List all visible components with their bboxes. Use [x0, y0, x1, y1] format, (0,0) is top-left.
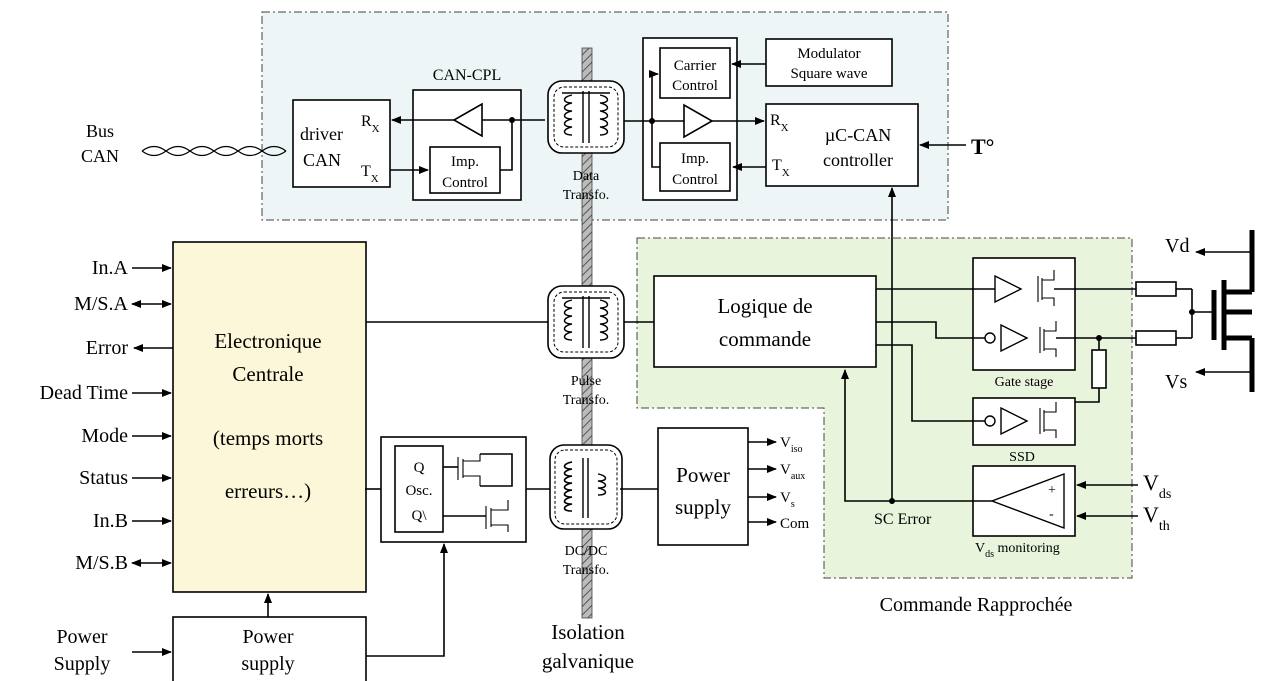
uc-label-2: controller — [823, 150, 893, 170]
uc-label-1: µC-CAN — [825, 125, 891, 145]
driver-label-2: CAN — [303, 150, 341, 170]
v-iso-label: Viso — [780, 435, 803, 455]
centrale-label-3: (temps morts — [213, 426, 323, 450]
bus-can-label-2: CAN — [81, 146, 119, 166]
ssd-resistor — [1091, 349, 1107, 389]
vd-label: Vd — [1165, 235, 1189, 257]
uc-can-controller-block — [765, 103, 919, 187]
modulator-label-1: Modulator — [797, 46, 860, 62]
logique-commande-block — [653, 275, 877, 368]
dcdc-transformer — [549, 444, 623, 530]
dcdc-transfo-label-2: Transfo. — [563, 563, 610, 578]
v-aux-label: Vaux — [780, 462, 805, 482]
gate-stage-label: Gate stage — [995, 375, 1054, 390]
logique-label-2: commande — [719, 327, 811, 351]
com-label: Com — [780, 516, 810, 532]
iso-power-label-1: Power — [676, 463, 730, 487]
input-mode: Mode — [81, 425, 128, 447]
v-s-label: Vs — [780, 490, 795, 510]
pulse-transfo-label-2: Transfo. — [563, 393, 610, 408]
output-error: Error — [86, 337, 129, 359]
dcdc-transfo-label-1: DC/DC — [565, 544, 608, 559]
imp-label-1: Imp. — [681, 151, 709, 167]
uc-tx-label: TX — [772, 157, 790, 179]
vds-monitoring-label: Vds monitoring — [975, 541, 1060, 560]
can-cpl-imp-label-2: Control — [442, 175, 488, 191]
input-dead-time: Dead Time — [40, 382, 128, 404]
osc-label: Osc. — [405, 483, 432, 499]
data-transformer — [547, 80, 625, 154]
centrale-label-2: Centrale — [232, 362, 303, 386]
bus-can-label-1: Bus — [86, 121, 114, 141]
isolated-power-supply-block — [657, 427, 749, 546]
can-cpl-imp-label-1: Imp. — [451, 154, 479, 170]
uc-rx-label: RX — [770, 112, 789, 134]
isolation-label-2: galvanique — [542, 649, 634, 673]
carrier-label-2: Control — [672, 78, 718, 94]
temperature-label: T° — [971, 134, 994, 159]
data-transfo-label-2: Transfo. — [563, 188, 610, 203]
centrale-label-4: erreurs…) — [225, 479, 311, 503]
vds-input-label: Vds — [1143, 470, 1171, 502]
sc-error-label: SC Error — [874, 511, 932, 528]
power-transistor-symbol — [1211, 230, 1255, 392]
imp-control-block — [659, 142, 731, 192]
centrale-label-1: Electronique — [214, 329, 321, 353]
gate-resistor-2 — [1135, 330, 1177, 346]
power-supply-label-1: Power — [242, 626, 293, 648]
power-supply-block — [172, 616, 367, 681]
power-supply-input-label-2: Supply — [54, 653, 111, 675]
ssd-label: SSD — [1009, 450, 1035, 465]
oscillator-block — [394, 445, 444, 533]
logique-label-1: Logique de — [717, 294, 812, 318]
driver-tx-label: TX — [361, 163, 379, 185]
input-in-a: In.A — [92, 257, 129, 279]
imp-label-2: Control — [672, 172, 718, 188]
carrier-label-1: Carrier — [674, 58, 716, 74]
vs-label: Vs — [1165, 371, 1187, 393]
comparator-minus: - — [1049, 507, 1054, 522]
power-supply-label-2: supply — [241, 653, 294, 675]
carrier-control-block — [659, 47, 731, 99]
input-status: Status — [79, 467, 128, 489]
iso-power-label-2: supply — [675, 495, 732, 519]
gate-stage-block — [972, 257, 1076, 371]
osc-q-label: Q — [414, 460, 425, 476]
driver-label-1: driver — [300, 124, 343, 144]
isolation-label-1: Isolation — [551, 620, 625, 644]
power-supply-input-label-1: Power — [56, 626, 107, 648]
can-cpl-label: CAN-CPL — [433, 67, 501, 84]
input-ms-a: M/S.A — [74, 293, 128, 315]
input-ms-b: M/S.B — [75, 552, 128, 574]
pulse-transformer — [547, 285, 625, 359]
commande-rapprochee-label: Commande Rapprochée — [880, 594, 1073, 616]
osc-qbar-label: Q\ — [412, 508, 428, 524]
gate-resistor-1 — [1135, 281, 1177, 297]
vds-comparator — [990, 472, 1065, 530]
driver-rx-label: RX — [361, 113, 380, 135]
input-in-b: In.B — [93, 510, 128, 532]
electronique-centrale-block — [172, 241, 367, 593]
modulator-block — [765, 38, 893, 87]
modulator-label-2: Square wave — [790, 66, 867, 82]
vth-input-label: Vth — [1143, 502, 1170, 534]
comparator-plus: + — [1048, 483, 1056, 498]
driver-can-block — [292, 99, 391, 188]
pulse-transfo-label-1: Pulse — [571, 374, 601, 389]
data-transfo-label-1: Data — [573, 169, 600, 184]
